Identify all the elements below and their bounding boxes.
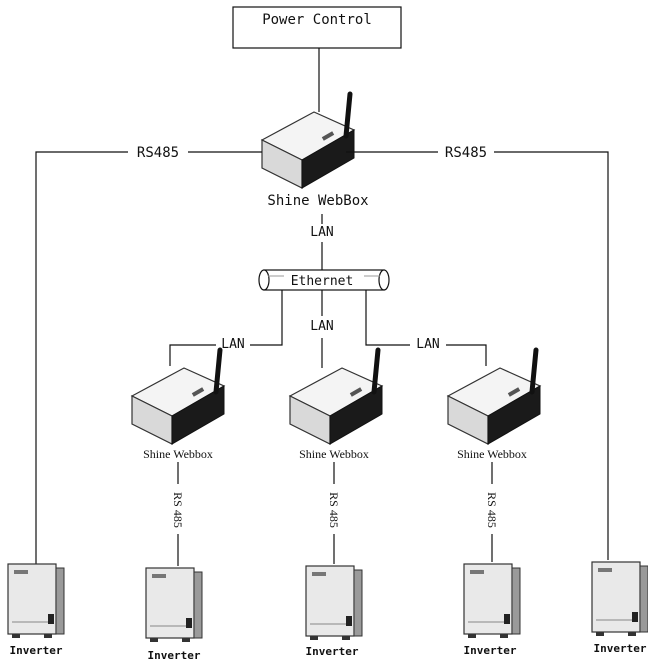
inverter-1-icon <box>7 563 65 639</box>
inverter-4-icon <box>463 563 521 639</box>
inverter-5-label: Inverter <box>594 642 647 655</box>
webbox-1-label: Shine Webbox <box>143 447 213 461</box>
webbox-1-icon <box>132 350 224 444</box>
power-control-label: Power Control <box>262 12 372 28</box>
lan-label-top: LAN <box>310 225 333 240</box>
main-webbox-icon <box>262 94 354 188</box>
lan-left-line <box>169 344 216 366</box>
inverter-5-icon <box>591 561 648 637</box>
rs485-left-line <box>35 151 128 568</box>
webbox-3-label: Shine Webbox <box>457 447 527 461</box>
lan-label-right: LAN <box>416 337 439 352</box>
inverter-3-label: Inverter <box>306 645 359 658</box>
inverter-2-label: Inverter <box>148 649 201 662</box>
lan-label-left: LAN <box>221 337 244 352</box>
ethernet-label: Ethernet <box>291 274 354 289</box>
inverter-1-label: Inverter <box>10 644 63 657</box>
rs485-right-line <box>494 151 609 560</box>
inverter-3-icon <box>305 565 363 641</box>
ethernet-bus <box>258 269 390 291</box>
inverter-2-icon <box>145 567 203 643</box>
inverter-4-label: Inverter <box>464 644 517 657</box>
rs485-left-label: RS485 <box>137 145 179 161</box>
webbox-2-rs485-label: RS 485 <box>327 492 341 528</box>
lan-label-center: LAN <box>310 319 333 334</box>
webbox-2-icon <box>290 350 382 444</box>
power-control-box <box>232 6 402 49</box>
webbox-1-rs485-label: RS 485 <box>171 492 185 528</box>
webbox-2-label: Shine Webbox <box>299 447 369 461</box>
webbox-3-rs485-label: RS 485 <box>485 492 499 528</box>
rs485-right-label: RS485 <box>445 145 487 161</box>
webbox-3-icon <box>448 350 540 444</box>
main-webbox-label: Shine WebBox <box>267 193 368 209</box>
lan-right-line <box>446 344 487 366</box>
